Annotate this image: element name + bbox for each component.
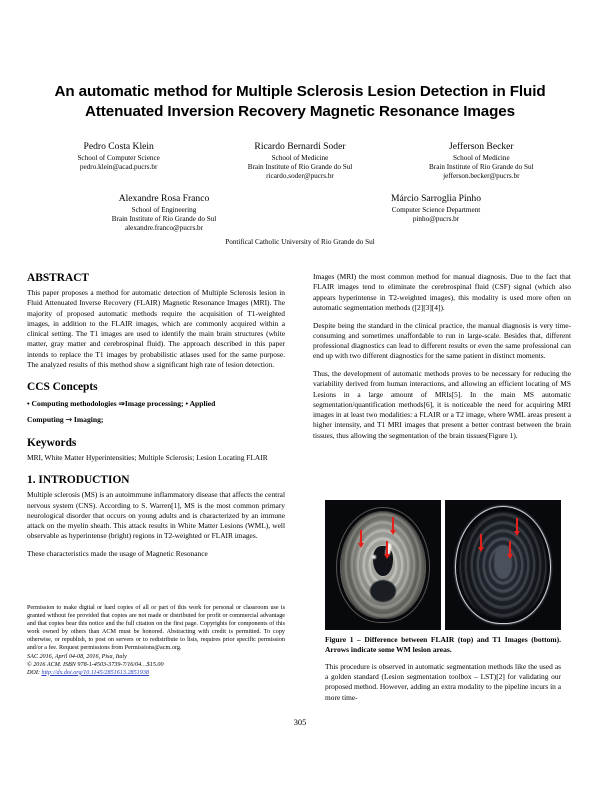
author-name: Pedro Costa Klein	[83, 141, 154, 152]
lesion-arrow-icon	[386, 541, 388, 555]
author-affiliation: Computer Science Department pinho@pucrs.…	[300, 206, 572, 225]
abstract-body: This paper proposes a method for automat…	[27, 288, 285, 369]
author-affiliation-line: Brain Institute of Rio Grande do Sul	[247, 162, 353, 171]
author-email[interactable]: ricardo.soder@pucrs.br	[266, 172, 334, 181]
author-affiliation: School of Engineering Brain Institute of…	[28, 206, 300, 234]
figure-caption: Figure 1 – Difference between FLAIR (top…	[325, 635, 561, 655]
figure-image-pair	[325, 500, 561, 630]
author-email[interactable]: jefferson.becker@pucrs.br	[443, 172, 520, 181]
keywords-body: MRI, White Matter Hyperintensities; Mult…	[27, 453, 268, 462]
author-name: Jefferson Becker	[449, 141, 514, 152]
author-name: Márcio Sarroglia Pinho	[390, 193, 482, 204]
ccs-line-1: • Computing methodologies ⇒Image process…	[27, 399, 216, 408]
author-affiliation-line: Brain Institute of Rio Grande do Sul	[111, 214, 217, 223]
introduction-heading: 1. INTRODUCTION	[27, 474, 130, 487]
left-column: ABSTRACT This paper proposes a method fo…	[27, 272, 285, 559]
doi-line: DOI: http://dx.doi.org/10.1145/2851613.2…	[27, 669, 285, 677]
lesion-arrow-icon	[480, 534, 482, 548]
t1-mri-axial-brain	[445, 500, 561, 630]
shared-affiliation: Pontifical Catholic University of Rio Gr…	[225, 238, 375, 246]
author-affiliation-line: Computer Science Department	[391, 205, 481, 214]
author-block: Pedro Costa Klein School of Computer Sci…	[28, 141, 209, 181]
keywords-heading: Keywords	[27, 437, 77, 449]
author-affiliation-line: School of Engineering	[131, 205, 197, 214]
author-block: Alexandre Rosa Franco School of Engineer…	[28, 193, 300, 233]
copyright-block: Permission to make digital or hard copie…	[27, 604, 285, 677]
skull-outline	[336, 507, 430, 623]
lesion-arrow-icon	[392, 517, 394, 531]
author-email[interactable]: alexandre.franco@pucrs.br	[124, 224, 204, 233]
author-block: Márcio Sarroglia Pinho Computer Science …	[300, 193, 572, 233]
authors-row-first: Pedro Costa Klein School of Computer Sci…	[28, 141, 572, 181]
abstract-heading: ABSTRACT	[27, 272, 90, 284]
figure-1: Figure 1 – Difference between FLAIR (top…	[325, 500, 561, 703]
lesion-arrow-icon	[509, 541, 511, 555]
title-block: An automatic method for Multiple Scleros…	[40, 82, 560, 121]
ccs-heading: CCS Concepts	[27, 381, 98, 393]
skull-outline	[455, 506, 551, 624]
author-name: Alexandre Rosa Franco	[118, 193, 210, 204]
author-affiliation-line: School of Medicine	[452, 153, 510, 162]
right-paragraph: Despite being the standard in the clinic…	[313, 320, 571, 361]
ventricle-posterior	[370, 579, 396, 602]
author-block: Ricardo Bernardi Soder School of Medicin…	[209, 141, 390, 181]
introduction-paragraph: These characteristics made the usage of …	[27, 549, 208, 558]
ccs-line-2: Computing ⇾ Imaging;	[27, 414, 104, 424]
author-affiliation-line: School of Medicine	[271, 153, 329, 162]
page-number: 305	[293, 718, 307, 727]
figure-following-paragraph: This procedure is observed in automatic …	[325, 661, 561, 702]
right-paragraph: Images (MRI) the most common method for …	[313, 272, 571, 312]
author-email[interactable]: pinho@pucrs.br	[412, 214, 460, 223]
author-affiliation-line: Brain Institute of Rio Grande do Sul	[429, 162, 534, 171]
author-affiliation: School of Medicine Brain Institute of Ri…	[391, 154, 572, 182]
doi-label: DOI:	[27, 669, 42, 676]
author-name: Ricardo Bernardi Soder	[254, 141, 346, 152]
flair-mri-axial-brain	[325, 500, 441, 630]
wm-lesion	[371, 554, 376, 559]
page-title: An automatic method for Multiple Scleros…	[54, 83, 546, 120]
permission-text: Permission to make digital or hard copie…	[27, 605, 285, 652]
authors-row-second: Alexandre Rosa Franco School of Engineer…	[28, 193, 572, 233]
introduction-paragraph: Multiple sclerosis (MS) is an autoimmune…	[27, 490, 285, 541]
right-column: Images (MRI) the most common method for …	[313, 272, 571, 441]
author-affiliation: School of Medicine Brain Institute of Ri…	[209, 154, 390, 182]
conference-line: SAC 2016, April 04-08, 2016, Pisa, Italy	[27, 653, 127, 660]
author-email[interactable]: pedro.klein@acad.pucrs.br	[79, 162, 158, 171]
lesion-arrow-icon	[516, 518, 518, 532]
acm-isbn-line: © 2016 ACM. ISBN 978-1-4503-3739-7/16/04…	[27, 661, 164, 668]
doi-link[interactable]: http://dx.doi.org/10.1145/2851613.285193…	[41, 669, 149, 676]
right-paragraph: Thus, the development of automatic metho…	[313, 369, 571, 440]
lesion-arrow-icon	[360, 530, 362, 544]
author-affiliation-line: School of Computer Science	[77, 153, 160, 162]
author-block: Jefferson Becker School of Medicine Brai…	[391, 141, 572, 181]
author-affiliation: School of Computer Science pedro.klein@a…	[28, 154, 209, 173]
